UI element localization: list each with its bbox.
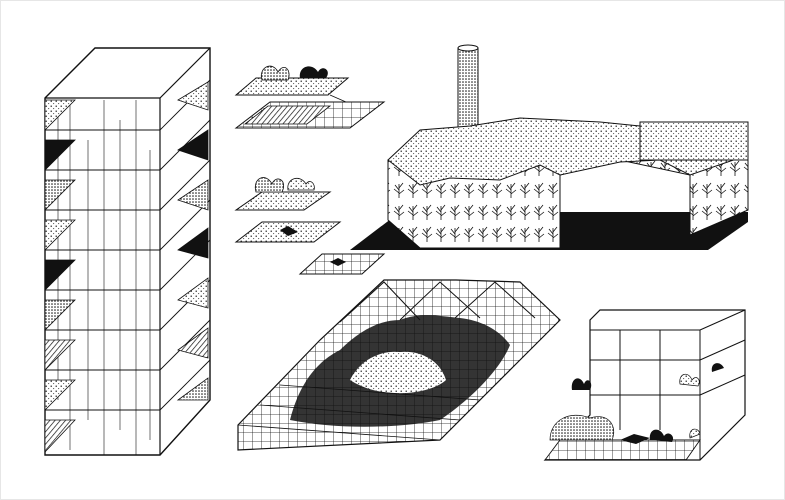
floating-garden-terraces — [234, 65, 386, 275]
greenhouse — [237, 279, 561, 451]
forest-block-with-chimney — [350, 44, 749, 250]
terraced-house — [543, 309, 746, 461]
apartment-tower — [44, 47, 211, 456]
